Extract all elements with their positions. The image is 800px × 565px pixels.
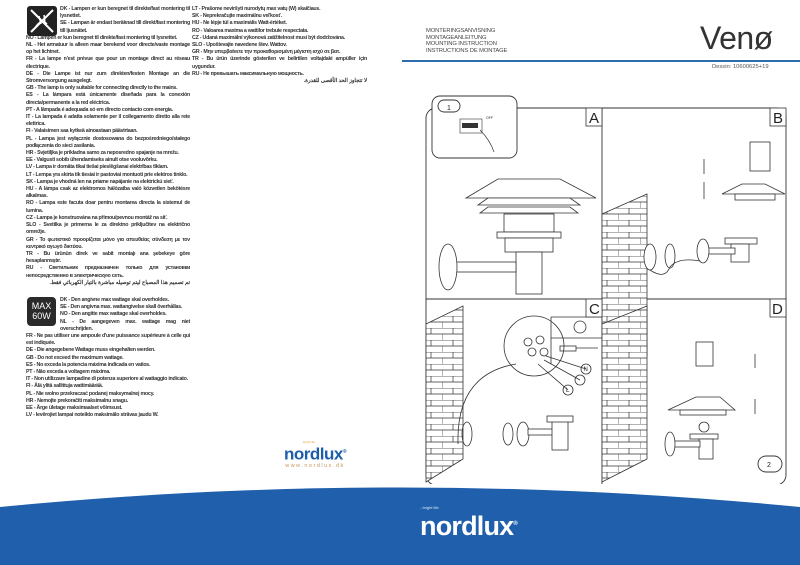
max-wattage-notes-continued: LT - Prašome neviršyti nurodytų max vatų…: [192, 6, 367, 85]
panel-label-b: B: [773, 110, 783, 127]
header-line: MONTERINGSANVISNING: [426, 28, 496, 34]
language-note: FI - Valaisimen saa kytkeä ainoastaan pä…: [26, 128, 138, 135]
language-note: FR - Ne pas utiliser une ampoule d'une p…: [26, 332, 190, 347]
language-note: TR - Bu ürünün direk ve sabit montajı an…: [26, 250, 190, 265]
language-note: ES - No exceda la potencia máxima indica…: [26, 361, 151, 368]
registered-mark: ®: [342, 449, 347, 455]
header-line: MOUNTING INSTRUCTION: [426, 41, 497, 48]
language-note: HR - Nemojte prekoračiti maksimalnu snag…: [26, 397, 128, 404]
language-note: EE - Valgusti sobib ühendamiseks ainult …: [26, 157, 158, 164]
language-note: DE - Die Lampe ist nur zum direkten/fest…: [26, 70, 190, 85]
max-wattage-notes: DK - Den angivne max wattage skal overho…: [26, 297, 190, 419]
off-label: OFF: [486, 116, 493, 120]
language-note: LT - Lempa yra skirta tik tiesiai ir pas…: [26, 171, 188, 178]
lamp-illustration-a: [438, 178, 597, 295]
language-note: NL - De aangegeven max. wattage mag niet…: [60, 318, 190, 332]
language-note: SE - Den angivna max. wattangivelse skal…: [60, 304, 183, 311]
direct-connection-notes: DK - Lampen er kun beregnet til direkte/…: [26, 6, 190, 287]
step-number-2: 2: [767, 462, 771, 469]
language-note: RO - Lampa este facuta doar pentru monta…: [26, 200, 190, 214]
product-title: Venø: [700, 20, 773, 56]
language-note: GB - The lamp is only suitable for conne…: [26, 85, 178, 92]
drawing-number: Dessin: 10600625+19: [712, 64, 769, 70]
language-note: LT - Prašome neviršyti nurodytų max vatų…: [192, 6, 321, 12]
left-text-column: DK - Lampen er kun beregnet til direkte/…: [26, 6, 190, 419]
language-note: HR - Svjetiljka je prikladna samo za nep…: [26, 150, 179, 157]
website-url: www.nordlux.dk: [285, 462, 345, 469]
instruction-header: MONTERINGSANVISNING MONTAGEANLEITUNG MOU…: [426, 28, 507, 54]
live-wire-label: L: [566, 388, 570, 394]
max-wattage-badge: MAX 60W: [27, 296, 56, 326]
step1-box: [431, 95, 518, 159]
footer-brand: nordlux: [420, 511, 514, 541]
language-note: RU - Не превышать максимальную мощность.: [192, 70, 304, 77]
language-note: SLO - Upoštevajte navedene štev. Wattov.: [192, 42, 287, 49]
language-note: NO - Den angitte max wattage skal overho…: [60, 311, 167, 318]
max-label: MAX: [31, 300, 52, 311]
language-note: PL - Nie wolno przekraczać podanej maksy…: [26, 390, 155, 397]
step-number-1: 1: [447, 105, 451, 112]
language-note: SK - Lampa je vhodná len na priame napáj…: [26, 178, 174, 185]
header-divider: [402, 60, 800, 62]
nordlux-logo-small: - bright life nordlux® www.nordlux.dk: [275, 440, 355, 470]
neutral-wire-label: N: [584, 367, 588, 373]
language-note: IT - La lampada è adatta solamente per i…: [26, 114, 190, 128]
language-note: GB - Do not exceed the maximum wattage.: [26, 354, 124, 361]
language-note: HU - A lámpa csak az elektromos hálózatb…: [26, 186, 190, 200]
language-note: NL - Het armatuur is alleen maar bereken…: [26, 42, 190, 56]
language-note: RO - Valoarea maxima a wattilor trebuie …: [192, 27, 309, 34]
registered-mark: ®: [513, 521, 518, 527]
language-note: IT - Non utilizzare lampadine di potenza…: [26, 376, 188, 383]
direct-connection-section: DK - Lampen er kun beregnet til direkte/…: [26, 6, 190, 287]
language-note: SE - Lampan är endast beräknad till dire…: [60, 20, 190, 34]
header-line: MONTAGEANLEITUNG: [426, 34, 487, 41]
bulb-screwdriver-box: [550, 316, 602, 364]
brick-wall-d: [601, 305, 648, 483]
language-note: ES - La lámpara está únicamente diseñada…: [26, 92, 190, 106]
language-note: EE - Ärge ületage maksimaalset võimsust.: [26, 404, 123, 411]
language-note: FR - La lampe n'est prévue que pour un m…: [26, 56, 190, 70]
language-note: GR - Μην υπερβαίνετε την προκαθορισμένη …: [192, 49, 341, 56]
language-note: DK - Lampen er kun beregnet til direkte/…: [60, 6, 190, 20]
language-note-arabic: لا تتجاوز الحد الأقصى للقدرة.: [303, 78, 368, 85]
logo-brand: nordlux: [283, 444, 343, 464]
wattage-label: 60W: [32, 310, 51, 321]
language-note: CZ - Lampa je konstruována na přímou/pev…: [26, 214, 168, 221]
language-note: DK - Den angivne max wattage skal overho…: [60, 296, 169, 303]
footer-band: [0, 487, 800, 565]
no-plug-icon: [27, 6, 57, 36]
panel-label-d: D: [772, 301, 783, 318]
brick-wall-c: [425, 305, 464, 483]
language-note: DE - Die angegebene Wattage muss eingeha…: [26, 347, 156, 354]
footer-tagline: - bright life: [420, 505, 439, 510]
language-note: CZ - Udaná maximální výkonová zatížiteln…: [192, 34, 345, 41]
lamp-illustration-d: [664, 341, 756, 460]
lamp-illustration-b: [643, 141, 786, 275]
max-wattage-section: MAX 60W DK - Den angivne max wattage ska…: [26, 296, 190, 419]
language-note: PT - A lâmpada é adequada só em directo …: [26, 106, 173, 113]
nordlux-logo-footer: - bright life nordlux®: [420, 505, 518, 541]
language-note: HU - Ne lépje túl a maximális Watt-érték…: [192, 20, 287, 27]
language-note: FI - Älä ylitä sallittuja wattimäärää.: [26, 383, 103, 390]
header-line: INSTRUCTIONS DE MONTAGE: [426, 47, 508, 54]
logo-tagline: - bright life: [300, 440, 315, 444]
language-note: LV - Lampa ir domāta tikai tiešai pieslē…: [26, 164, 169, 171]
wiring-detail-c: [457, 315, 592, 451]
language-note: NO - Lampen er kun beregnet til direkte/…: [26, 34, 178, 41]
panel-frame: [425, 107, 787, 484]
language-note: PT - Não exceda a voltagem máxima.: [26, 368, 111, 375]
panel-label-a: A: [589, 110, 599, 127]
language-note-arabic: تم تصميم هذا المصباح ليتم توصيله مباشرة …: [49, 279, 191, 286]
language-note: TR - Bu ürün üzerinde gösterilen ve beli…: [192, 56, 367, 70]
language-note: SLO - Svetilka je primerna le za direktn…: [26, 222, 190, 236]
language-note: GR - Το φωτιστικό προορίζεται μόνο για α…: [26, 236, 190, 250]
language-note: PL - Lampa jest wyłącznie dostosowana do…: [26, 135, 190, 149]
panel-label-c: C: [589, 301, 600, 318]
language-note: LV - Ievērojiet lampai noteikto maksimāl…: [26, 412, 159, 419]
language-note: RU - Светильник предназначен только для …: [26, 265, 190, 279]
mounting-diagram: A B C D 1 OFF N L 2: [425, 95, 787, 484]
language-note: SK - Neprekračujte maximálnu veľkosť.: [192, 13, 282, 20]
